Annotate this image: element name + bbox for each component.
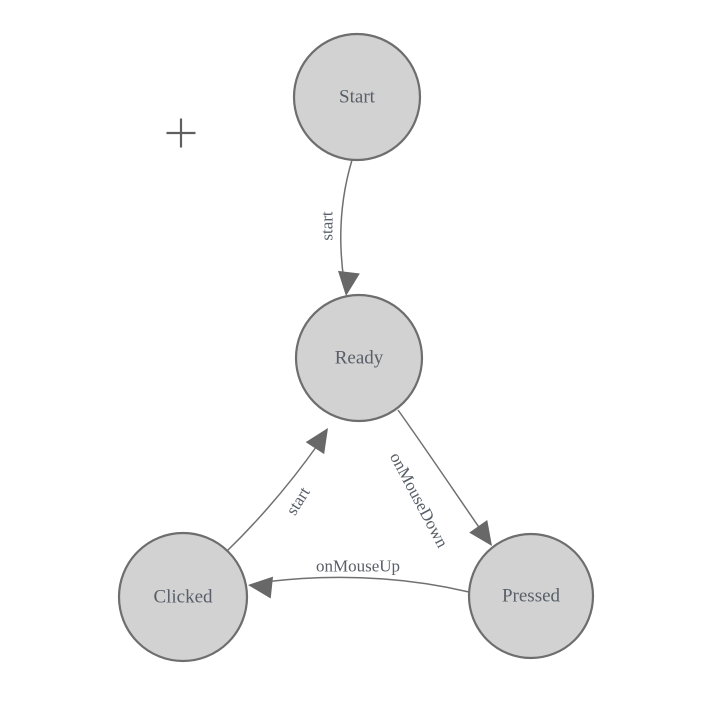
edge-label-pressed-to-clicked: onMouseUp [316, 557, 400, 576]
edge-arrowhead [469, 520, 492, 546]
node-start[interactable]: Start [292, 32, 422, 162]
edge-label-ready-to-pressed: onMouseDown [386, 449, 452, 551]
node-ready[interactable]: Ready [294, 293, 424, 423]
edge-line [397, 409, 484, 534]
edge-arrowhead [248, 576, 274, 599]
edge-line [225, 442, 320, 553]
node-circle[interactable] [292, 32, 422, 162]
edge-label-start-to-ready: start [318, 211, 337, 241]
node-circle[interactable] [467, 532, 595, 660]
edge-clicked-to-ready[interactable]: start [225, 422, 337, 553]
markers-layer [166, 118, 196, 148]
node-clicked[interactable]: Clicked [117, 531, 249, 663]
edge-line [263, 576, 470, 593]
edge-pressed-to-clicked[interactable]: onMouseUp [247, 557, 470, 599]
node-pressed[interactable]: Pressed [467, 532, 595, 660]
node-circle[interactable] [294, 293, 424, 423]
edge-start-to-ready[interactable]: start [318, 159, 360, 297]
edge-arrowhead [305, 428, 328, 455]
node-circle[interactable] [117, 531, 249, 663]
plus-marker [166, 118, 196, 148]
edge-arrowhead [338, 270, 360, 296]
edge-line [339, 159, 353, 282]
edge-label-clicked-to-ready: start [282, 483, 314, 518]
edge-ready-to-pressed[interactable]: onMouseDown [386, 409, 501, 552]
